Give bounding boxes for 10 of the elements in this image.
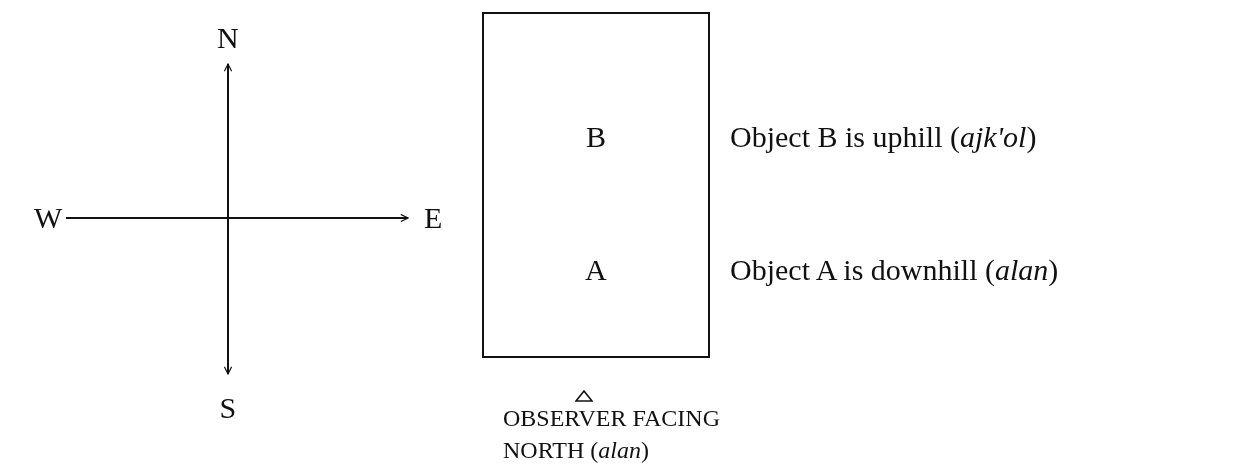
object-letter: A <box>585 253 607 287</box>
compass-west-label: W <box>34 201 63 235</box>
compass-east-label: E <box>424 201 443 235</box>
compass-north-label: N <box>217 21 239 55</box>
compass-south-label: S <box>219 391 237 425</box>
object-letter: B <box>586 120 606 154</box>
object-description: Object B is uphill (ajk'ol) <box>730 120 1037 154</box>
object-description: Object A is downhill (alan) <box>730 253 1059 287</box>
field-rectangle <box>482 12 710 358</box>
observer-caption: OBSERVER FACING NORTH (alan) <box>503 404 721 465</box>
